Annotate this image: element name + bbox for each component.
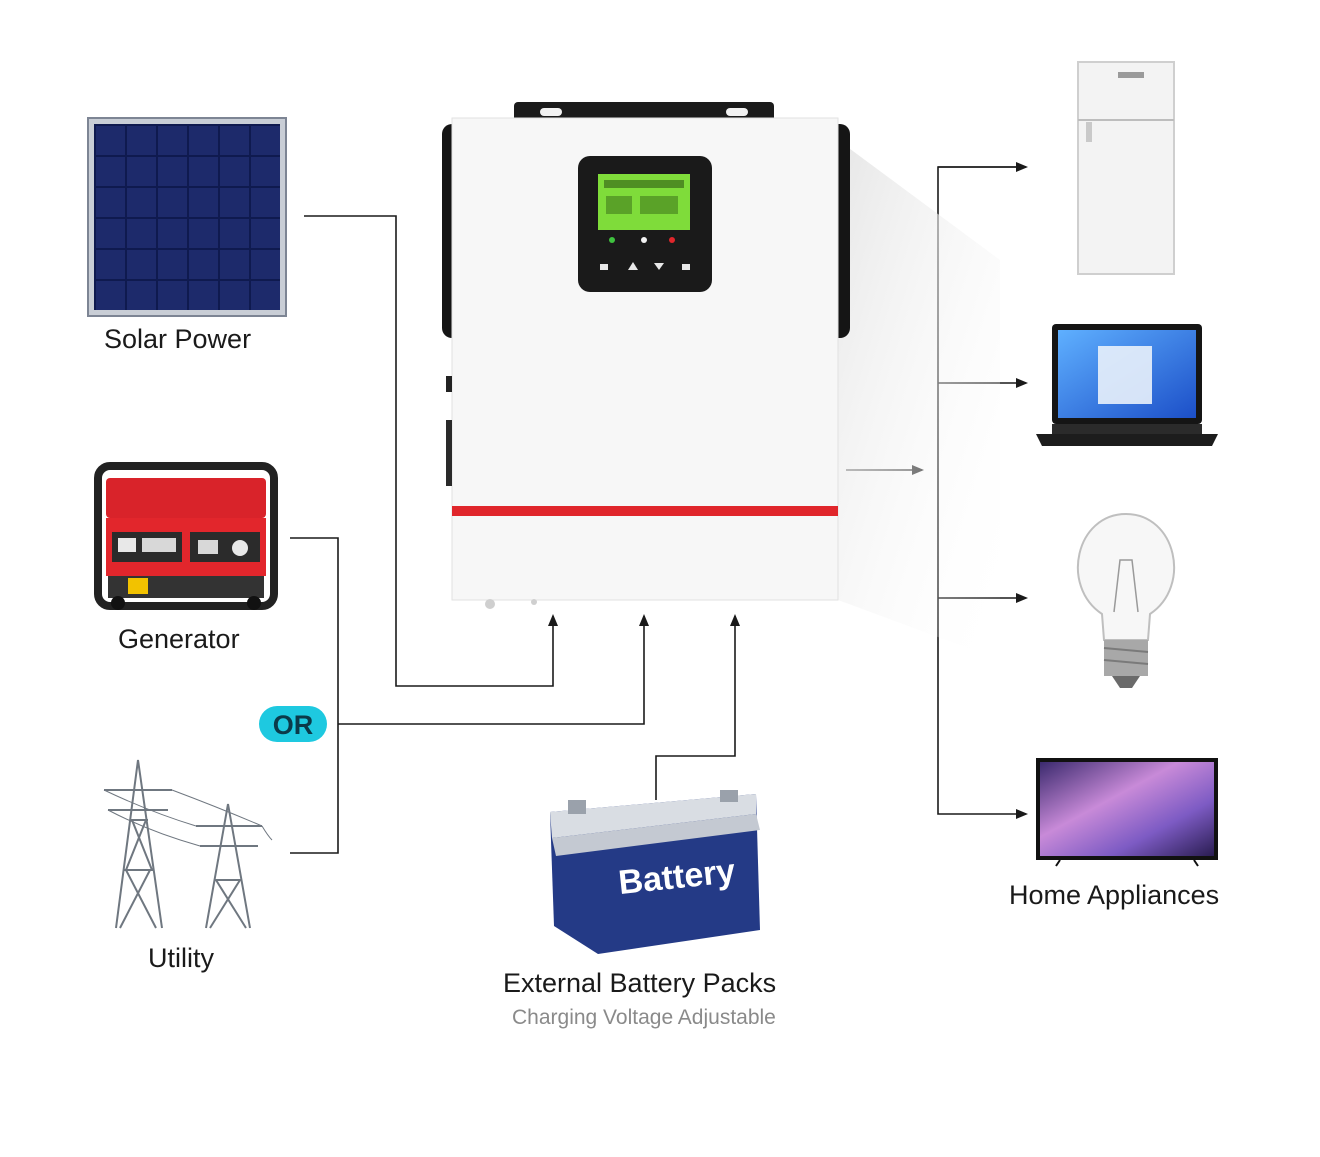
solar-cell [96, 126, 125, 155]
solar-cell [220, 219, 249, 248]
solar-cell [189, 126, 218, 155]
solar-cell [189, 281, 218, 310]
solar-cell [189, 250, 218, 279]
generator-label: Generator [118, 624, 240, 654]
generator-connection [290, 537, 339, 854]
solar-cell [251, 126, 280, 155]
solar-panel-icon [87, 117, 287, 317]
utility-label: Utility [148, 943, 214, 973]
lcd-display [578, 156, 712, 292]
solar-cell [96, 250, 125, 279]
solar-cell [251, 188, 280, 217]
solar-cell [220, 126, 249, 155]
battery-sublabel: Charging Voltage Adjustable [512, 1006, 776, 1029]
solar-cell [127, 126, 156, 155]
home-appliances-label: Home Appliances [1009, 880, 1220, 910]
solar-cell [127, 157, 156, 186]
solar-cell [189, 157, 218, 186]
solar-cell [189, 188, 218, 217]
solar-cell [127, 250, 156, 279]
solar-power-label: Solar Power [104, 324, 252, 354]
battery-icon: Battery [550, 790, 760, 954]
solar-cell [189, 219, 218, 248]
inverter-unit [442, 102, 1000, 660]
solar-cell [251, 250, 280, 279]
solar-cell [251, 219, 280, 248]
solar-cell [220, 250, 249, 279]
refrigerator-icon [1077, 61, 1175, 275]
solar-cell [158, 219, 187, 248]
solar-cell [220, 281, 249, 310]
svg-text:OR: OR [273, 710, 314, 740]
solar-cell [251, 157, 280, 186]
solar-cell [127, 188, 156, 217]
solar-cell [158, 188, 187, 217]
solar-cell [251, 281, 280, 310]
solar-cell [96, 188, 125, 217]
solar-cell [158, 281, 187, 310]
solar-cell [220, 188, 249, 217]
or-badge: OR [259, 706, 327, 742]
solar-cell [96, 219, 125, 248]
solar-cell [158, 126, 187, 155]
light-bulb-icon [1077, 512, 1175, 688]
solar-cell [127, 219, 156, 248]
generator-icon [94, 462, 278, 610]
solar-cell [127, 281, 156, 310]
solar-cell [96, 157, 125, 186]
television-icon [1036, 758, 1218, 867]
battery-label: External Battery Packs [503, 968, 777, 998]
grid-connection [338, 614, 649, 725]
laptop-icon [1036, 324, 1218, 446]
utility-tower-icon [103, 759, 273, 929]
solar-cell [220, 157, 249, 186]
solar-cell [158, 157, 187, 186]
solar-connection [304, 215, 558, 687]
battery-connection [655, 614, 740, 800]
solar-cell [96, 281, 125, 310]
solar-cell [158, 250, 187, 279]
